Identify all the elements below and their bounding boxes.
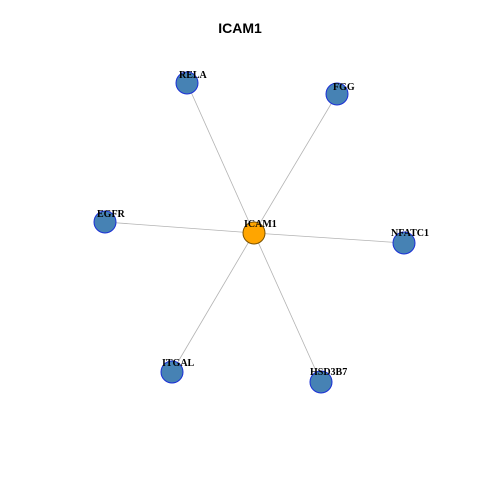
edge-icam1-fgg (253, 93, 338, 234)
center-node-circle (242, 221, 266, 245)
node-label: FGG (333, 82, 355, 93)
page-title: ICAM1 (218, 20, 262, 36)
edge-icam1-rela (186, 82, 255, 234)
node-fgg: FGG (325, 82, 355, 106)
nodes: RELA FGG EGFR NFATC1 ITGAL HSD3B7 ICAM1 (93, 70, 429, 394)
node-nfatc1: NFATC1 (391, 228, 429, 255)
node-circle (160, 360, 184, 384)
edges (104, 82, 405, 383)
node-label: EGFR (97, 209, 126, 220)
edge-icam1-nfatc1 (253, 232, 405, 244)
node-itgal: ITGAL (160, 358, 195, 384)
edge-icam1-egfr (104, 221, 255, 234)
node-rela: RELA (175, 70, 208, 95)
node-label: ITGAL (162, 358, 195, 369)
edge-icam1-itgal (171, 232, 255, 373)
node-circle (392, 231, 416, 255)
node-egfr: EGFR (93, 209, 126, 234)
center-node-label: ICAM1 (244, 219, 277, 230)
node-circle (309, 370, 333, 394)
node-label: NFATC1 (391, 228, 429, 239)
node-label: RELA (179, 70, 208, 81)
node-label: HSD3B7 (310, 367, 347, 378)
node-circle (93, 210, 117, 234)
node-circle (325, 82, 349, 106)
edge-icam1-hsd3b7 (253, 232, 322, 383)
node-hsd3b7: HSD3B7 (309, 367, 347, 394)
node-icam1: ICAM1 (242, 219, 277, 245)
node-circle (175, 71, 199, 95)
